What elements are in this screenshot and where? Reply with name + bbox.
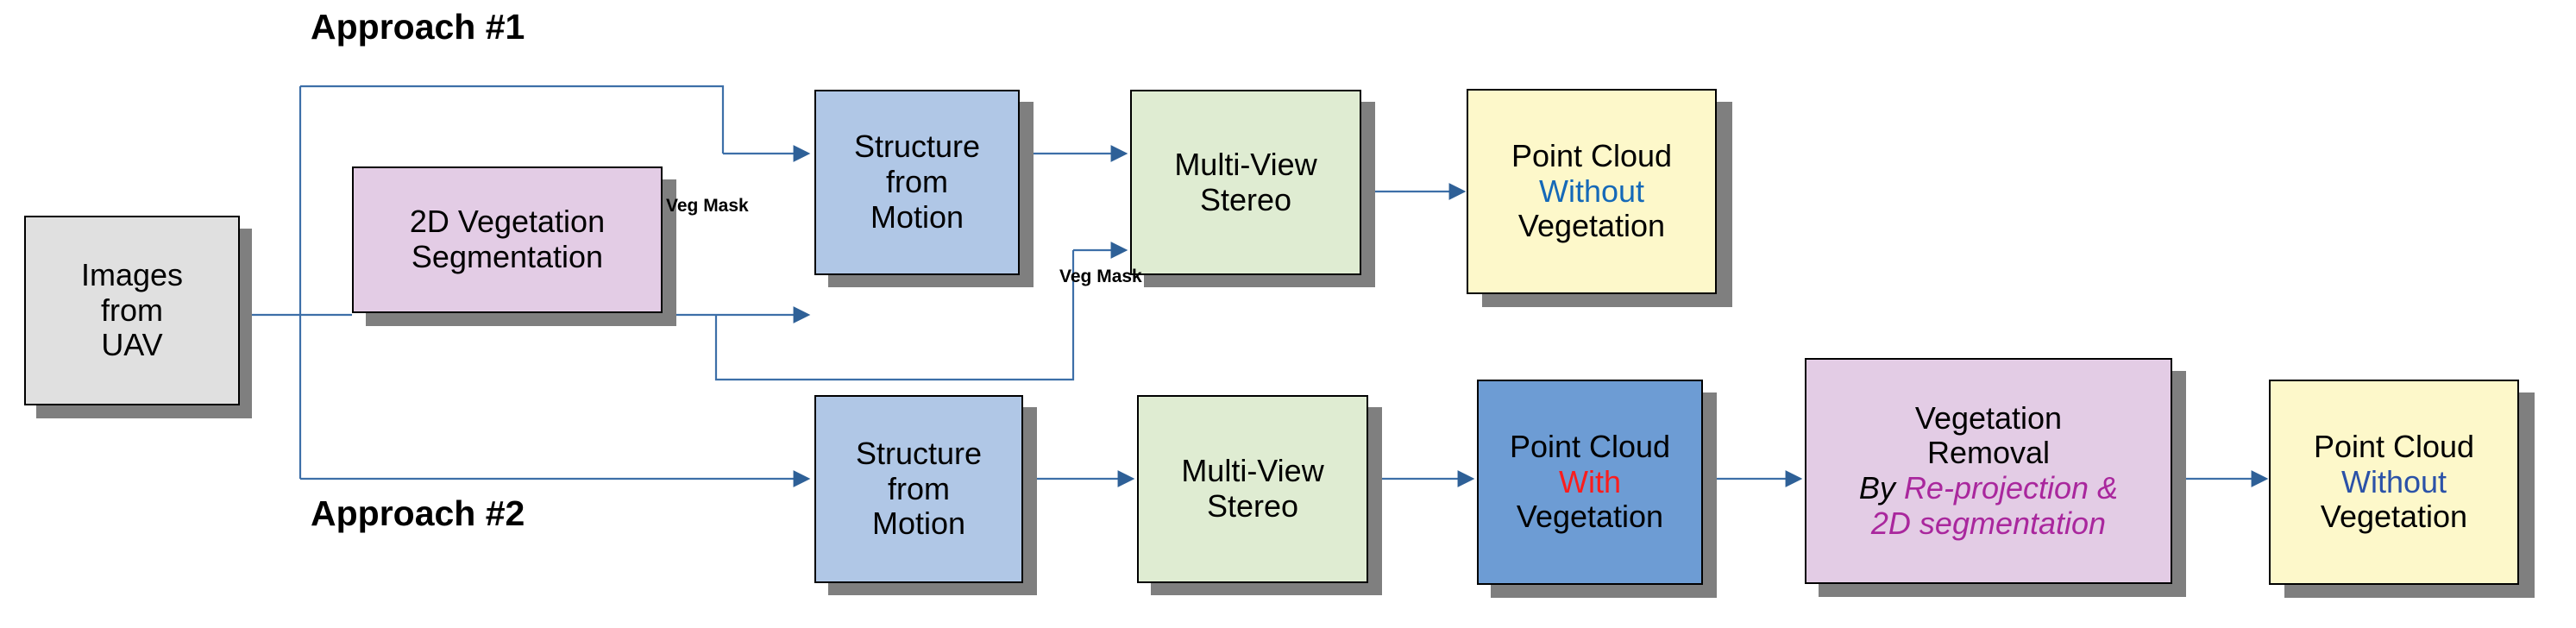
sfm-bottom-line-1: Structure <box>855 435 983 471</box>
node-multi-view-stereo-bottom[interactable]: Multi-View Stereo <box>1137 395 1368 583</box>
node-point-cloud-with-vegetation[interactable]: Point Cloud With Vegetation <box>1477 380 1703 585</box>
mvs-bottom-line-2: Stereo <box>1206 488 1299 524</box>
veg-mask-mid-line-1: Veg <box>1059 267 1092 286</box>
veg-removal-line-1: Vegetation <box>1914 399 2063 436</box>
pc-without-bottom-line-2: Without <box>2340 463 2447 499</box>
veg-seg-line-2: Segmentation <box>411 239 604 274</box>
node-point-cloud-without-vegetation-bottom[interactable]: Point Cloud Without Vegetation <box>2269 380 2519 585</box>
pc-without-top-line-2: Without <box>1538 173 1645 209</box>
sfm-top-line-1: Structure <box>853 129 981 165</box>
pc-with-line-3: Vegetation <box>1516 499 1664 535</box>
pc-with-line-1: Point Cloud <box>1509 428 1671 464</box>
sfm-top-line-2: from <box>886 164 948 200</box>
node-point-cloud-without-vegetation-top[interactable]: Point Cloud Without Vegetation <box>1467 89 1717 294</box>
heading-approach-2: Approach #2 <box>311 493 525 533</box>
veg-removal-note-prefix: By <box>1858 470 1904 506</box>
pc-without-top-line-1: Point Cloud <box>1511 137 1673 173</box>
edge-label-veg-mask-top: Veg Mask <box>666 196 749 216</box>
node-2d-vegetation-segmentation[interactable]: 2D Vegetation Segmentation <box>352 166 663 313</box>
node-vegetation-removal[interactable]: Vegetation Removal By Re-projection & 2D… <box>1805 358 2172 584</box>
veg-removal-note-line-1: By Re-projection & <box>1858 470 2119 506</box>
images-from-uav-line-1: Images <box>80 256 184 292</box>
veg-mask-mid-line-2: Mask <box>1096 267 1142 286</box>
node-structure-from-motion-top[interactable]: Structure from Motion <box>814 90 1020 275</box>
veg-removal-note-emphasis-1: Re-projection & <box>1903 470 2119 506</box>
heading-approach-1: Approach #1 <box>311 7 525 47</box>
sfm-top-line-3: Motion <box>870 198 964 235</box>
edge-label-veg-mask-mid: Veg Mask <box>1059 267 1142 286</box>
images-from-uav-line-3: UAV <box>101 327 163 363</box>
veg-removal-line-2: Removal <box>1926 435 2051 471</box>
sfm-bottom-line-3: Motion <box>871 506 966 542</box>
node-multi-view-stereo-top[interactable]: Multi-View Stereo <box>1130 90 1361 275</box>
mvs-top-line-1: Multi-View <box>1174 146 1317 182</box>
node-structure-from-motion-bottom[interactable]: Structure from Motion <box>814 395 1023 583</box>
images-from-uav-line-2: from <box>101 292 163 328</box>
pc-with-line-2: With <box>1559 463 1621 499</box>
mvs-top-line-2: Stereo <box>1199 181 1292 217</box>
mvs-bottom-line-1: Multi-View <box>1181 453 1324 489</box>
pc-without-bottom-line-3: Vegetation <box>2320 499 2468 535</box>
veg-seg-line-1: 2D Vegetation <box>409 204 606 240</box>
node-images-from-uav[interactable]: Images from UAV <box>24 216 240 405</box>
sfm-bottom-line-2: from <box>888 470 950 506</box>
veg-removal-note-line-2: 2D segmentation <box>1870 505 2107 541</box>
pc-without-top-line-3: Vegetation <box>1517 208 1666 244</box>
pc-without-bottom-line-1: Point Cloud <box>2313 428 2475 464</box>
